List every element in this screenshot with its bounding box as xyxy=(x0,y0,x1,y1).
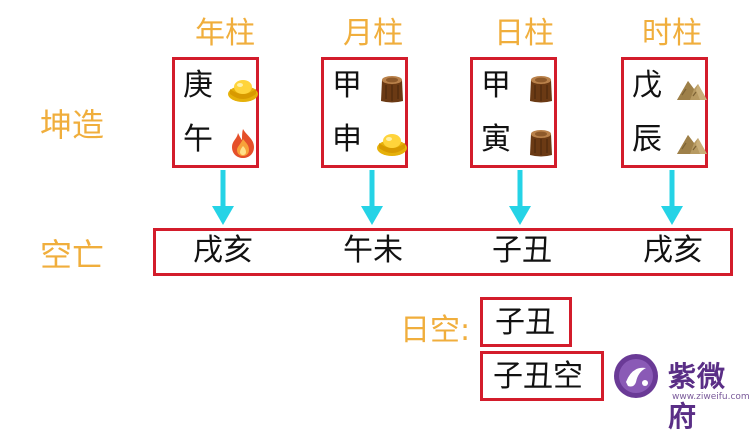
earthly-branch: 申 xyxy=(332,122,362,157)
arrow-down-icon xyxy=(508,170,532,226)
earth-mound-icon xyxy=(676,127,708,159)
heavenly-stem: 戊 xyxy=(632,68,662,103)
earthly-branch: 辰 xyxy=(632,122,662,157)
arrow-down-icon xyxy=(211,170,235,226)
earthly-branch: 午 xyxy=(183,122,213,157)
pillar-hour: 戊 辰 xyxy=(621,57,708,168)
kongwang-year: 戌亥 xyxy=(193,233,253,268)
header-day-pillar: 日柱 xyxy=(494,16,554,51)
header-month-pillar: 月柱 xyxy=(343,16,403,51)
earth-mound-icon xyxy=(676,73,708,105)
kongwang-day: 子丑 xyxy=(492,233,552,268)
wood-stump-icon xyxy=(525,73,557,105)
rikong-label: 日空: xyxy=(400,313,471,348)
header-hour-pillar: 时柱 xyxy=(642,16,702,51)
wood-stump-icon xyxy=(525,127,557,159)
row-label-main: 坤造 xyxy=(40,106,105,144)
gold-ingot-icon xyxy=(376,127,408,159)
row-label-kongwang: 空亡 xyxy=(40,236,105,274)
fire-icon xyxy=(227,127,259,159)
pillar-day: 甲 寅 xyxy=(470,57,557,168)
arrow-down-icon xyxy=(660,170,684,226)
header-year-pillar: 年柱 xyxy=(195,16,255,51)
heavenly-stem: 庚 xyxy=(183,68,213,103)
rikong-result: 子丑空 xyxy=(480,351,604,401)
earthly-branch: 寅 xyxy=(481,122,511,157)
ziweifu-logo-icon xyxy=(614,354,658,398)
arrow-down-icon xyxy=(360,170,384,226)
logo-url: www.ziweifu.com xyxy=(672,392,750,402)
kongwang-hour: 戌亥 xyxy=(643,233,703,268)
gold-ingot-icon xyxy=(227,73,259,105)
heavenly-stem: 甲 xyxy=(481,68,511,103)
wood-stump-icon xyxy=(376,73,408,105)
kongwang-row xyxy=(153,228,733,276)
rikong-value: 子丑 xyxy=(480,297,572,347)
heavenly-stem: 甲 xyxy=(332,68,362,103)
kongwang-month: 午未 xyxy=(343,233,403,268)
pillar-year: 庚 午 xyxy=(172,57,259,168)
pillar-month: 甲 申 xyxy=(321,57,408,168)
